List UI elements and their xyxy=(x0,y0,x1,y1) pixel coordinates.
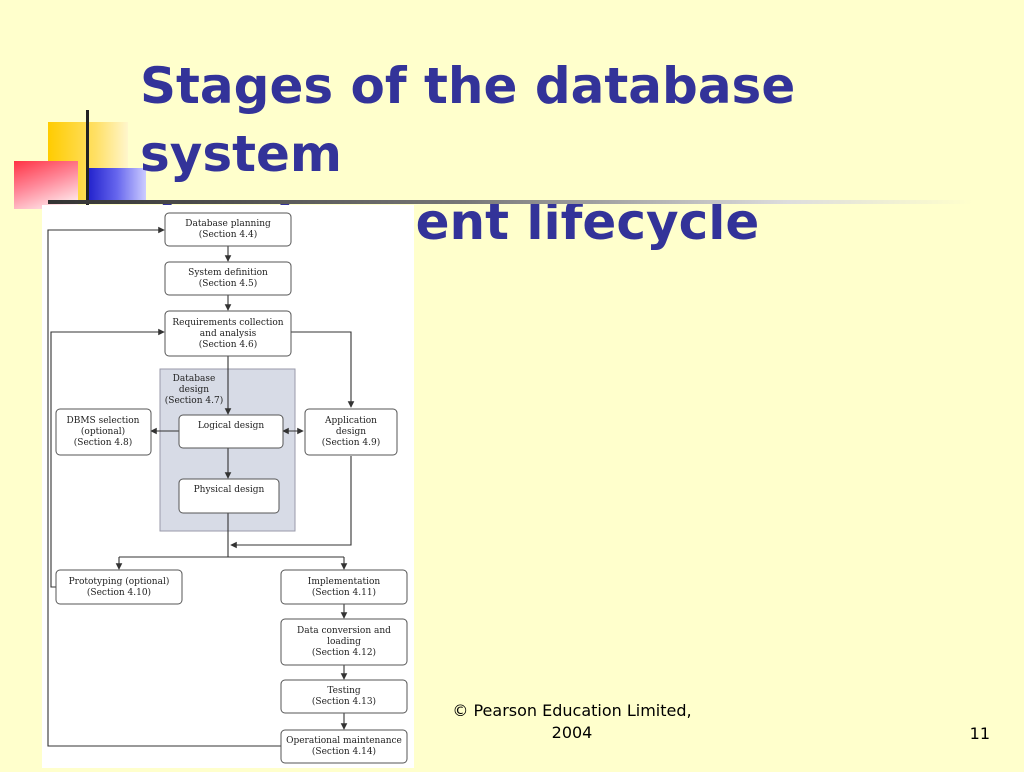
node-maintenance xyxy=(280,729,408,764)
copyright-line-1: © Pearson Education Limited, xyxy=(452,701,692,720)
node-sysdef xyxy=(164,261,292,296)
node-testing xyxy=(280,679,408,714)
node-testing-line-1: Testing xyxy=(327,686,361,696)
edge-prototyping-requirements xyxy=(50,328,165,588)
node-prototyping-line-1: Prototyping (optional) xyxy=(69,576,170,587)
decor-blue-square xyxy=(88,168,146,204)
node-physical xyxy=(178,478,280,514)
group-label-2: design xyxy=(179,385,209,395)
group-label-3: (Section 4.7) xyxy=(165,395,223,406)
footer-copyright: © Pearson Education Limited, 2004 xyxy=(432,700,712,744)
edge-requirements-appdesign xyxy=(291,331,355,408)
group-label-1: Database xyxy=(173,374,216,384)
edge-maintenance-planning xyxy=(47,226,282,747)
node-implementation-line-1: Implementation xyxy=(308,577,381,587)
node-dbms-line-2: (optional) xyxy=(81,426,125,437)
node-logical xyxy=(178,414,284,449)
node-testing-line-2: (Section 4.13) xyxy=(312,696,376,707)
node-appdesign-line-1: Application xyxy=(324,416,377,426)
node-sysdef-line-1: System definition xyxy=(188,268,268,278)
slide-page-number: 11 xyxy=(969,724,990,743)
node-implementation-line-2: (Section 4.11) xyxy=(312,587,376,598)
node-dataconv-line-3: (Section 4.12) xyxy=(312,647,376,658)
node-sysdef-line-2: (Section 4.5) xyxy=(199,278,257,289)
node-requirements xyxy=(164,310,292,357)
node-dataconv-line-2: loading xyxy=(327,637,361,647)
node-dbms-line-1: DBMS selection xyxy=(67,416,140,426)
node-prototyping xyxy=(55,569,183,605)
node-requirements-line-2: and analysis xyxy=(200,329,257,339)
edge-appdesign-merge xyxy=(230,456,352,549)
node-implementation xyxy=(280,569,408,605)
node-planning-line-2: (Section 4.4) xyxy=(199,229,257,240)
decor-vertical-line xyxy=(86,110,89,206)
lifecycle-diagram: Database design (Section 4.7) xyxy=(42,205,414,768)
node-requirements-line-3: (Section 4.6) xyxy=(199,339,257,350)
node-maintenance-line-1: Operational maintenance xyxy=(286,736,402,746)
node-dbms xyxy=(55,408,152,456)
node-dbms-line-3: (Section 4.8) xyxy=(74,437,132,448)
copyright-line-2: 2004 xyxy=(551,723,593,742)
node-requirements-line-1: Requirements collection xyxy=(172,318,283,328)
node-logical-line-1: Logical design xyxy=(198,421,265,431)
lifecycle-diagram-svg: Database design (Section 4.7) xyxy=(47,212,408,764)
node-maintenance-line-2: (Section 4.14) xyxy=(312,746,376,757)
node-appdesign xyxy=(304,408,398,456)
node-dataconv xyxy=(280,618,408,666)
title-line-1: Stages of the database system xyxy=(140,57,796,183)
node-dataconv-line-1: Data conversion and xyxy=(297,626,391,636)
node-planning xyxy=(164,212,292,247)
node-physical-line-1: Physical design xyxy=(194,485,265,495)
node-prototyping-line-2: (Section 4.10) xyxy=(87,587,151,598)
title-underline xyxy=(48,200,973,204)
node-planning-line-1: Database planning xyxy=(185,219,271,229)
node-appdesign-line-3: (Section 4.9) xyxy=(322,437,380,448)
node-appdesign-line-2: design xyxy=(336,427,366,437)
